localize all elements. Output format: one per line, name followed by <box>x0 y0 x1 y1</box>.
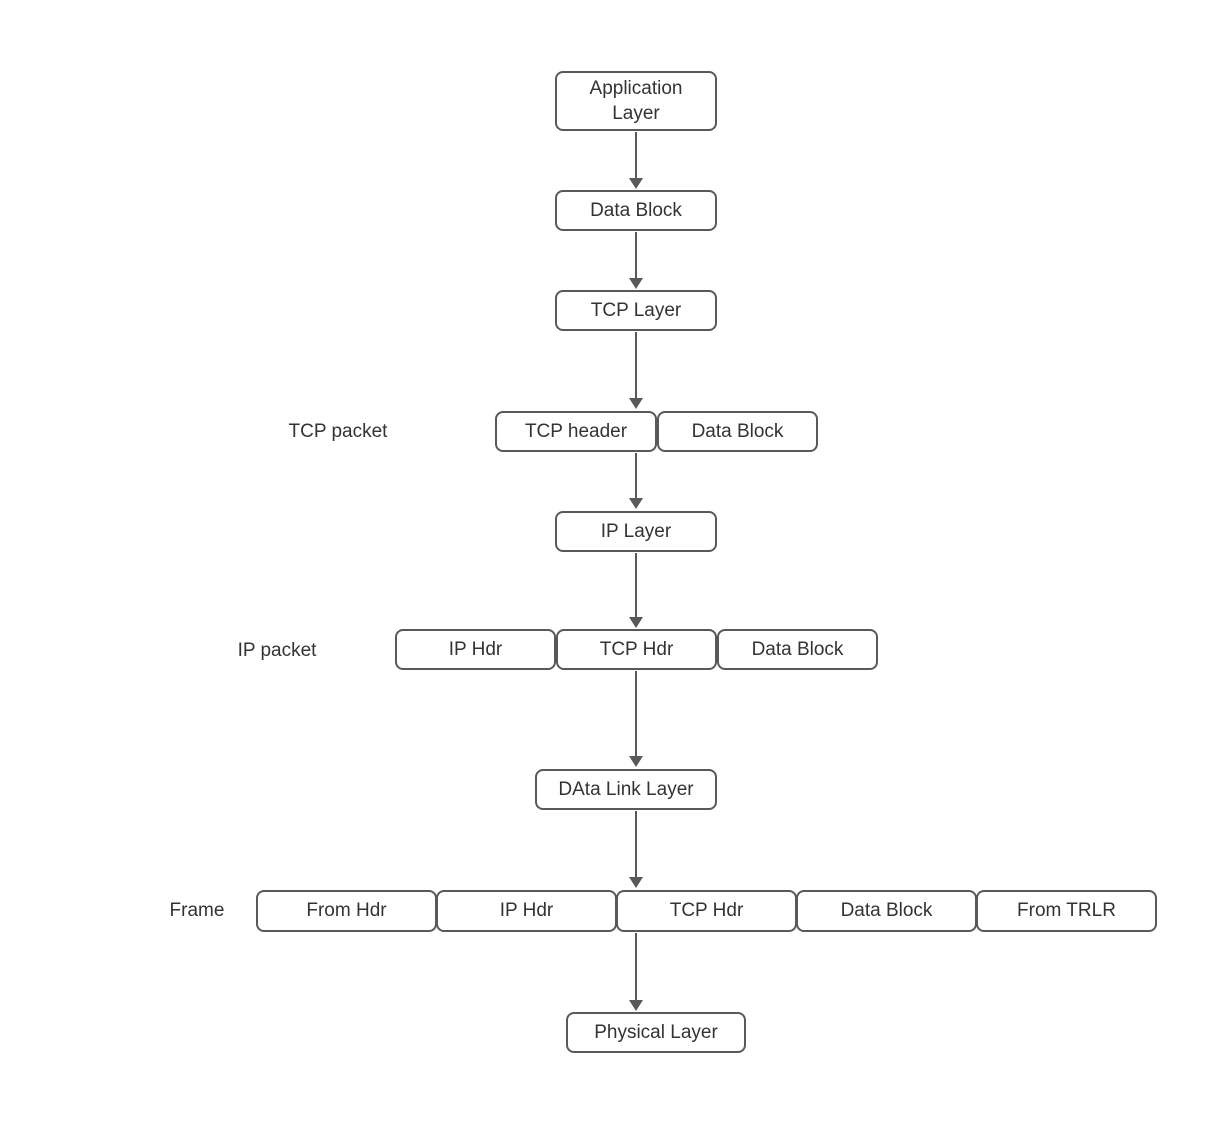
node-tcp-hdr-2: TCP Hdr <box>616 890 797 932</box>
node-data-block-2: Data Block <box>657 411 818 452</box>
node-application-layer: Application Layer <box>555 71 717 131</box>
node-ip-hdr-2: IP Hdr <box>436 890 617 932</box>
arrow-head <box>629 617 643 628</box>
node-ip-hdr-1: IP Hdr <box>395 629 556 670</box>
arrow-head <box>629 398 643 409</box>
node-ip-layer: IP Layer <box>555 511 717 552</box>
arrow-line <box>635 811 637 877</box>
node-from-trlr: From TRLR <box>976 890 1157 932</box>
arrow-line <box>635 232 637 278</box>
arrow-head <box>629 178 643 189</box>
arrow-head <box>629 278 643 289</box>
row-label-tcp-packet: TCP packet <box>288 420 388 442</box>
arrow-line <box>635 453 637 498</box>
node-physical-layer: Physical Layer <box>566 1012 746 1053</box>
node-tcp-layer: TCP Layer <box>555 290 717 331</box>
arrow-line <box>635 671 637 756</box>
arrow-line <box>635 332 637 398</box>
node-data-block-4: Data Block <box>796 890 977 932</box>
row-label-frame: Frame <box>169 900 225 921</box>
arrow-line <box>635 933 637 1000</box>
node-data-block-3: Data Block <box>717 629 878 670</box>
node-data-block-1: Data Block <box>555 190 717 231</box>
arrow-line <box>635 132 637 178</box>
arrow-line <box>635 553 637 617</box>
node-from-hdr: From Hdr <box>256 890 437 932</box>
arrow-head <box>629 498 643 509</box>
node-data-link-layer: DAta Link Layer <box>535 769 717 810</box>
arrow-head <box>629 756 643 767</box>
node-tcp-header: TCP header <box>495 411 657 452</box>
arrow-head <box>629 877 643 888</box>
arrow-head <box>629 1000 643 1011</box>
row-label-ip-packet: IP packet <box>237 639 317 661</box>
node-tcp-hdr-1: TCP Hdr <box>556 629 717 670</box>
